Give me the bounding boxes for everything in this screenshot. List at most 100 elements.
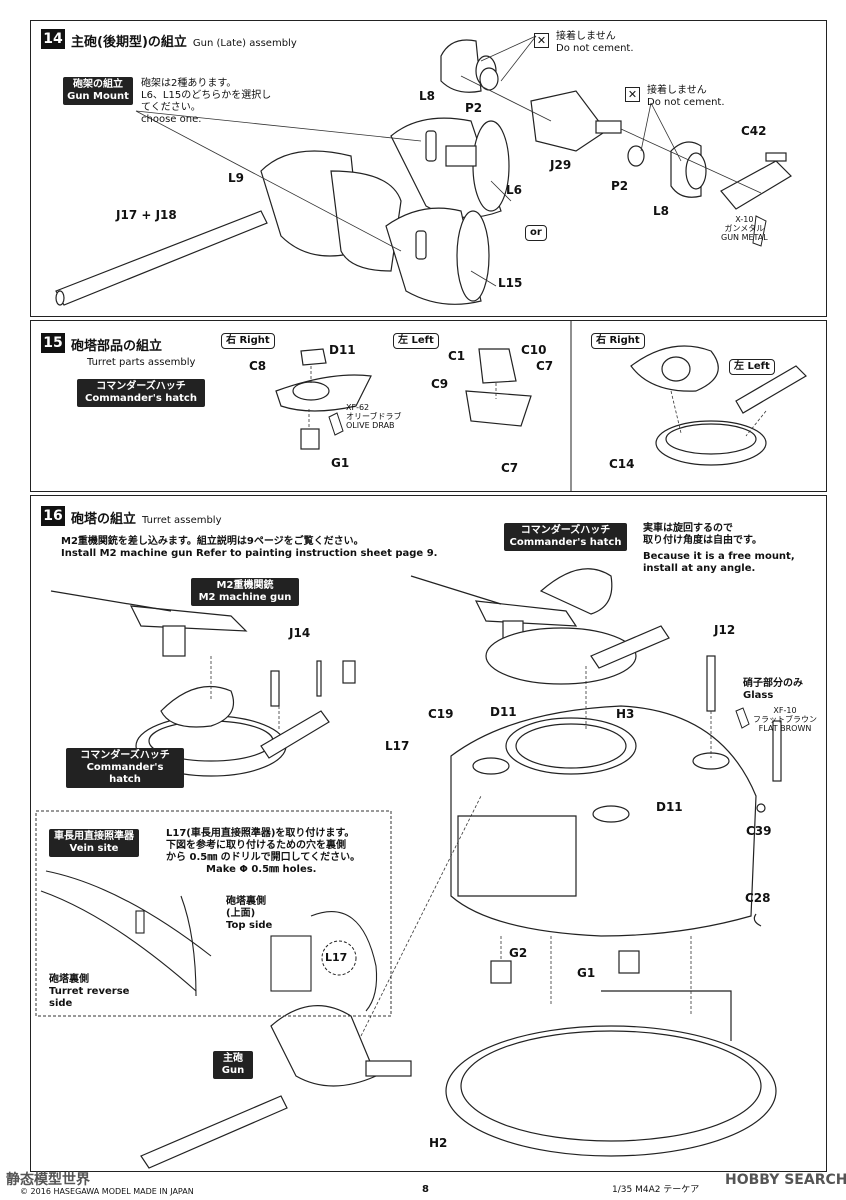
paint-code: XF-10 <box>773 706 797 715</box>
top-en: Top side <box>226 920 273 931</box>
part-label-G1: G1 <box>577 966 596 980</box>
step-15-diagram <box>275 321 807 491</box>
part-label-L17-inset: L17 <box>325 951 348 964</box>
step-15-panel: 15 砲塔部品の組立 Turret parts assembly コマンダーズハ… <box>30 320 827 492</box>
part-label-C14: C14 <box>609 457 635 471</box>
part-label-C1: C1 <box>448 349 466 363</box>
part-label-C39: C39 <box>746 824 772 838</box>
no-cement-icon: ✕ <box>534 33 549 48</box>
mount-en-2: install at any angle. <box>643 563 756 574</box>
part-label-C42: C42 <box>741 124 767 138</box>
no-cement-jp: 接着しません <box>647 85 707 96</box>
no-cement-icon: ✕ <box>625 87 640 102</box>
paint-xf62: XF-62 オリーブドラブ OLIVE DRAB <box>346 403 402 430</box>
note-line-2: L6、L15のどちらかを選択し <box>141 90 272 101</box>
part-label-J14: J14 <box>289 626 311 640</box>
glass-note: 硝子部分のみ Glass <box>743 678 803 702</box>
glass-en: Glass <box>743 690 774 701</box>
part-label-L17: L17 <box>385 739 410 753</box>
part-label-G2: G2 <box>509 946 528 960</box>
mg-jp: M2重機関銃 <box>216 580 274 591</box>
right-label: 右 Right <box>221 333 275 349</box>
step-title: 砲塔部品の組立 <box>71 335 162 354</box>
step-title-en: Gun (Late) assembly <box>192 38 297 49</box>
part-label-C28: C28 <box>745 891 771 905</box>
instruction-en: Install M2 machine gun Refer to painting… <box>61 548 438 559</box>
part-label-D11: D11 <box>656 800 683 814</box>
commanders-hatch-label: コマンダーズハッチ Commander's hatch <box>66 748 184 788</box>
mount-jp-1: 実車は旋回するので <box>643 523 733 534</box>
top-side-label: 砲塔裏側 (上面) Top side <box>226 896 272 932</box>
rev-jp: 砲塔裏側 <box>49 974 89 985</box>
part-label-P2: P2 <box>611 179 629 193</box>
gun-label: 主砲 Gun <box>213 1051 253 1079</box>
part-label-J29: J29 <box>550 158 572 172</box>
gun-mount-en: Gun Mount <box>67 91 129 102</box>
right-label: 右 Right <box>591 333 645 349</box>
part-label-H2: H2 <box>429 1136 448 1150</box>
watermark-right: HOBBY SEARCH <box>725 1172 846 1188</box>
paint-code: XF-62 <box>346 403 370 412</box>
copyright: © 2016 HASEGAWA MODEL MADE IN JAPAN <box>20 1187 194 1196</box>
note-line-1: 砲架は2種あります。 <box>141 78 237 89</box>
paint-xf10: XF-10 フラットブラウン FLAT BROWN <box>753 706 817 733</box>
note-line-3: てください。 <box>141 102 201 113</box>
part-label-L6: L6 <box>506 183 522 197</box>
step-title-jp: 砲塔の組立 <box>71 512 137 527</box>
left-label: 左 Left <box>393 333 439 349</box>
part-label-C8: C8 <box>249 359 267 373</box>
part-label-P2: P2 <box>465 101 483 115</box>
step-number: 14 <box>41 29 65 49</box>
part-label-C19: C19 <box>428 707 454 721</box>
hatch-en: Commander's hatch <box>85 393 197 404</box>
part-label-H3: H3 <box>616 707 635 721</box>
vein-site-label: 車長用直接照準器 Vein site <box>49 829 139 857</box>
vein-jp: 車長用直接照準器 <box>54 831 134 842</box>
part-label-D11: D11 <box>329 343 356 357</box>
glass-jp: 硝子部分のみ <box>743 678 803 689</box>
product-name: 1/35 M4A2 テーケア <box>612 1185 700 1195</box>
mount-jp-2: 取り付け角度は自由です。 <box>643 535 762 546</box>
paint-name-en: GUN METAL <box>721 233 768 242</box>
part-label-L9: L9 <box>228 171 244 185</box>
watermark-left: 静态模型世界 <box>6 1172 90 1188</box>
step-14-diagram <box>55 35 792 306</box>
step-title-en: Turret parts assembly <box>87 357 196 368</box>
step-number: 16 <box>41 506 65 526</box>
vein-site-instructions: L17(車長用直接照準器)を取り付けます。 下図を参考に取り付けるための穴を裏側… <box>166 828 360 876</box>
mg-en: M2 machine gun <box>198 592 292 603</box>
vein-en: Vein site <box>69 843 119 854</box>
rev-en-2: side <box>49 998 73 1009</box>
vein-text-2: 下図を参考に取り付けるための穴を裏側 <box>166 840 346 851</box>
paint-name-en: FLAT BROWN <box>758 724 812 733</box>
paint-name-jp: フラットブラウン <box>753 715 817 724</box>
part-label-C9: C9 <box>431 377 449 391</box>
part-label-C7: C7 <box>501 461 519 475</box>
part-label-L8: L8 <box>419 89 435 103</box>
no-cement-jp: 接着しません <box>556 31 616 42</box>
gun-en: Gun <box>221 1065 245 1076</box>
hatch-jp: コマンダーズハッチ <box>80 750 170 761</box>
hatch-jp: コマンダーズハッチ <box>96 381 186 392</box>
gun-mount-jp: 砲架の組立 <box>73 79 123 90</box>
part-label-G1: G1 <box>331 456 350 470</box>
commanders-hatch-label: コマンダーズハッチ Commander's hatch <box>504 523 627 551</box>
footer: 静态模型世界 © 2016 HASEGAWA MODEL MADE IN JAP… <box>0 1172 846 1200</box>
hatch-en: Commander's hatch <box>509 537 622 548</box>
top-jp-2: (上面) <box>226 908 256 919</box>
part-label-L15: L15 <box>498 276 523 290</box>
top-jp-1: 砲塔裏側 <box>226 896 266 907</box>
rev-en-1: Turret reverse <box>49 986 130 997</box>
page-number: 8 <box>422 1184 429 1195</box>
mount-en-1: Because it is a free mount, <box>643 551 795 562</box>
free-mount-note: 実車は旋回するので 取り付け角度は自由です。 Because it is a f… <box>643 523 795 575</box>
part-label-C10: C10 <box>521 343 547 357</box>
gun-jp: 主砲 <box>223 1053 243 1064</box>
paint-x10: X-10 ガンメタル GUN METAL <box>721 215 768 242</box>
gun-mount-label: 砲架の組立 Gun Mount <box>63 77 133 105</box>
paint-name-en: OLIVE DRAB <box>346 421 395 430</box>
step-16-diagram <box>35 568 782 1169</box>
step-title-jp: 主砲(後期型)の組立 <box>71 35 187 50</box>
no-cement-note-1: 接着しません Do not cement. <box>556 31 634 55</box>
step-title-en: Turret assembly <box>142 515 222 526</box>
